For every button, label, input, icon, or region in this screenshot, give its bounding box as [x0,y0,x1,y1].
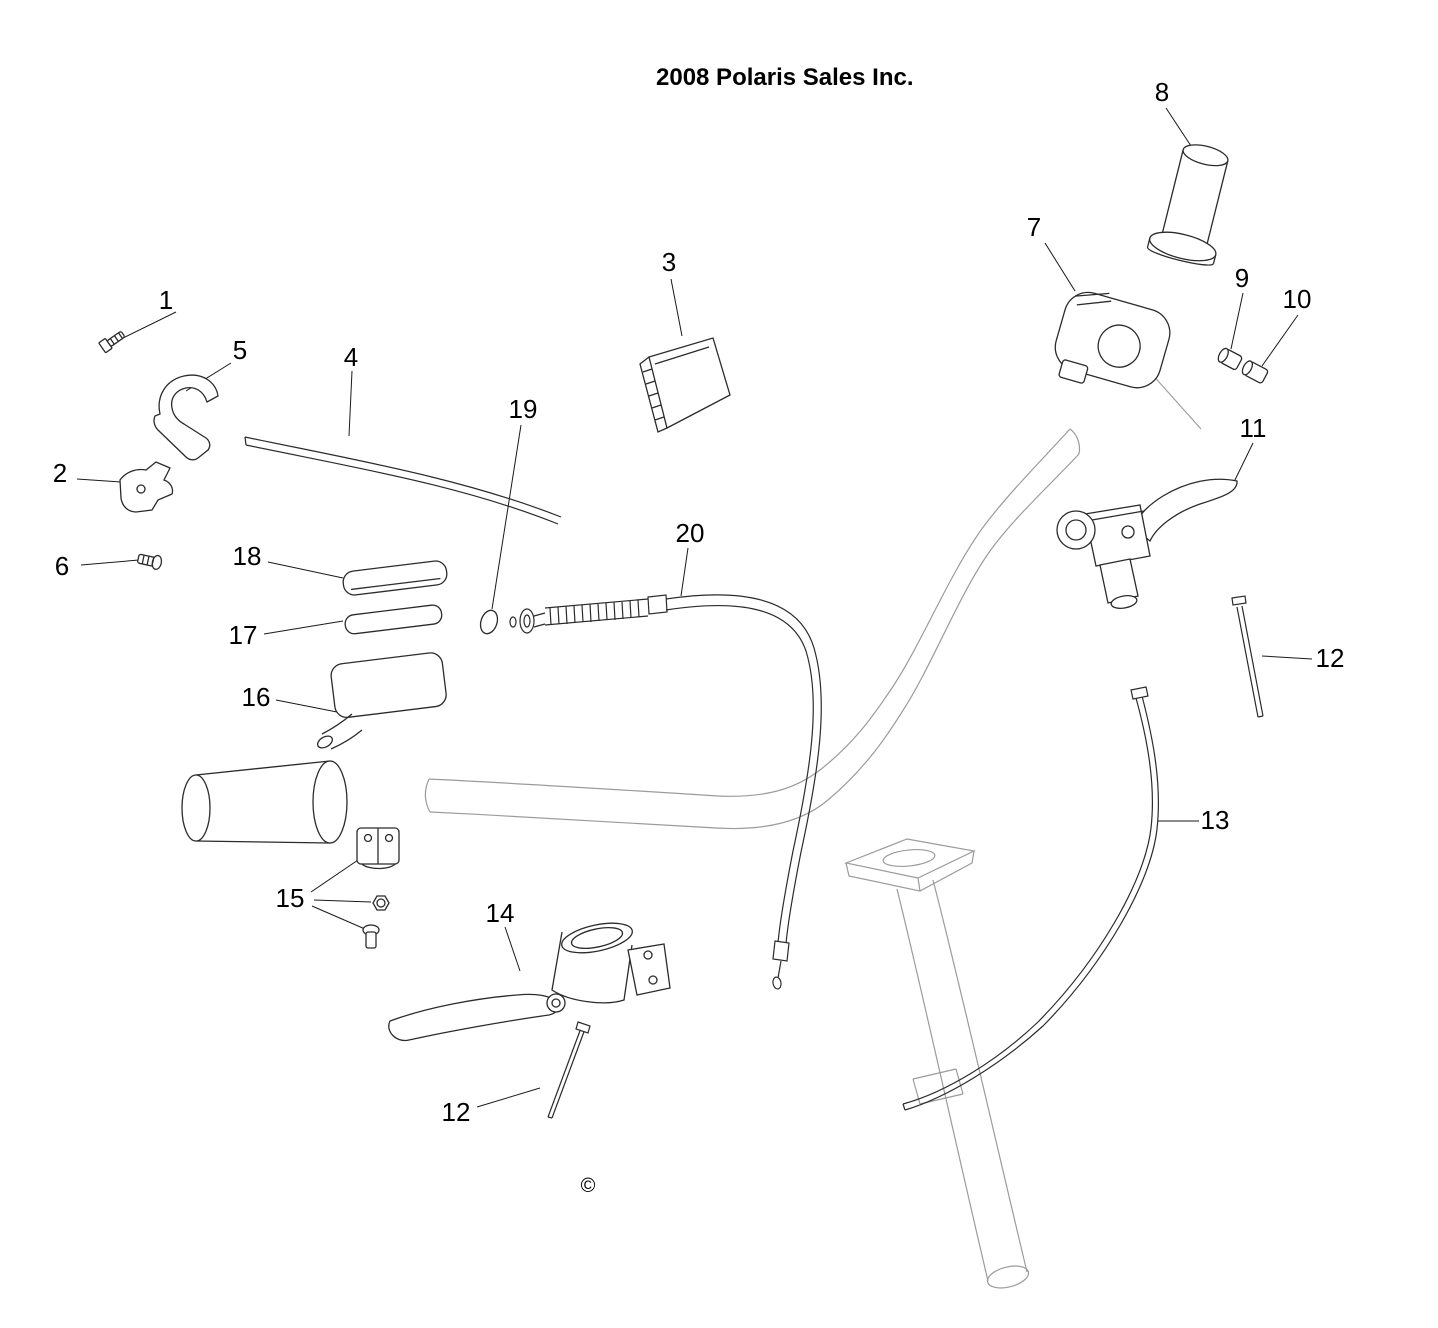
steering-post [843,838,1030,1289]
callout-17: 17 [228,620,258,650]
cable-tie-bottom [547,1021,591,1119]
switch-wire-line [1149,371,1202,430]
callout-4: 4 [343,342,359,372]
part-8-right-grip [1146,144,1229,266]
part-19-boot [479,609,499,635]
part-15-clamp-block [356,827,400,870]
part-18-reservoir-cap [342,560,448,596]
copyright-symbol: © [580,1175,596,1197]
cable-tie-right [1231,595,1264,718]
callout-9: 9 [1234,263,1250,293]
part-6-screw [137,553,163,571]
part-10-spacer [1241,360,1269,384]
callout-14: 14 [485,898,515,928]
part-16-reservoir-body [316,652,447,750]
part-15-nut [372,895,390,911]
callout-8: 8 [1154,77,1170,107]
handlebar [424,428,1081,830]
part-17-diaphragm [344,604,443,635]
throttle-cable [509,594,822,990]
part-2-bracket [119,461,174,513]
callout-20: 20 [675,518,705,548]
callout-12-right: 12 [1315,643,1345,673]
callout-11: 11 [1239,413,1267,443]
leader-lines [76,107,1313,1108]
callout-5: 5 [232,335,248,365]
callout-16: 16 [241,682,271,712]
callout-15: 15 [275,883,305,913]
part-1-screw [98,331,125,354]
callout-1: 1 [158,285,174,315]
part-3-throttle-cover [639,337,731,433]
callout-3: 3 [661,247,677,277]
callout-12-bottom: 12 [441,1097,471,1127]
long-bent-rod [902,686,1159,1111]
callout-10: 10 [1282,284,1312,314]
part-7-switch-housing [1054,291,1171,389]
page-title: 2008 Polaris Sales Inc. [656,64,914,91]
part-14-master-cylinder [388,922,671,1042]
part-5-clamp-bracket [153,374,219,461]
callout-19: 19 [508,394,538,424]
part-15-screw [362,924,380,949]
callout-18: 18 [232,541,262,571]
part-9-spacer [1217,347,1243,370]
callout-2: 2 [52,458,68,488]
callout-6: 6 [54,551,70,581]
callout-13: 13 [1200,805,1230,835]
left-grip [181,760,348,844]
handlebar-wire-cable [244,436,562,525]
part-11-brake-lever-assembly [1056,478,1238,609]
callout-7: 7 [1026,212,1042,242]
